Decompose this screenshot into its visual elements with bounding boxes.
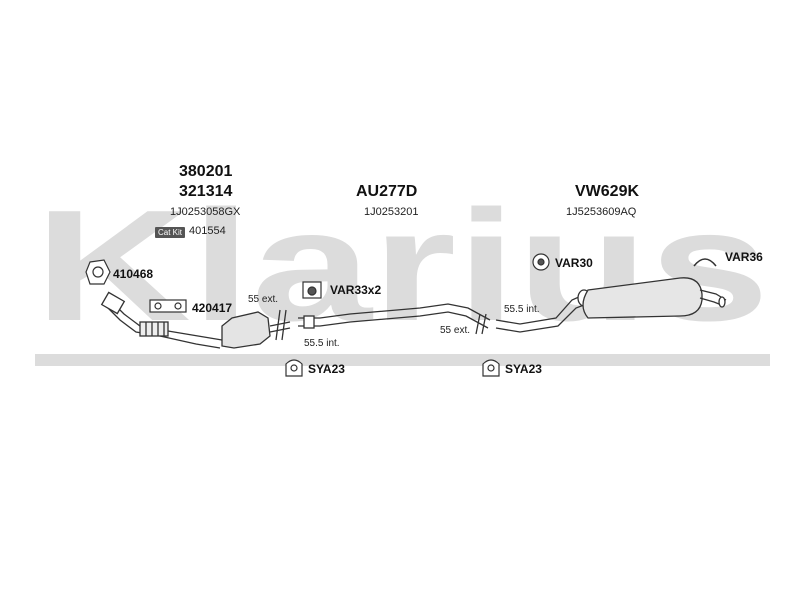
watermark-underline [35, 354, 770, 366]
middle-part-number: AU277D [356, 183, 418, 200]
hanger-var36-label: VAR36 [725, 250, 763, 264]
front-part-number-1: 380201 [179, 163, 233, 180]
gasket-420417-label: 420417 [192, 301, 233, 315]
catalytic-converter-section [100, 291, 291, 349]
gasket-420417-icon [149, 299, 187, 313]
hanger-var36-icon [693, 258, 717, 267]
rear-oem-code: 1J5253609AQ [566, 206, 637, 218]
gasket-410468-label: 410468 [113, 267, 154, 281]
clamp-var33-icon [302, 281, 322, 299]
right-ext-dimension: 55 ext. [440, 325, 471, 336]
mount-sya23-left-icon [285, 359, 303, 377]
mount-sya23-left-label: SYA23 [308, 362, 345, 376]
clamp-var30-icon [532, 253, 550, 271]
rear-silencer [495, 277, 727, 333]
front-part-number-2: 321314 [179, 183, 233, 200]
clamp-var30-label: VAR30 [555, 256, 593, 270]
left-ext-dimension: 55 ext. [248, 294, 279, 305]
catkit-badge: Cat Kit [155, 227, 186, 238]
mount-sya23-right-icon [482, 359, 500, 377]
gasket-410468-icon [85, 259, 111, 285]
left-int-dimension: 55.5 int. [304, 338, 340, 349]
mount-sya23-right-label: SYA23 [505, 362, 542, 376]
right-int-dimension: 55.5 int. [504, 304, 540, 315]
catkit-code: 401554 [189, 225, 226, 237]
rear-part-number: VW629K [575, 183, 640, 200]
middle-pipe [298, 303, 491, 335]
clamp-var33-label: VAR33x2 [330, 283, 382, 297]
middle-oem-code: 1J0253201 [364, 206, 419, 218]
front-oem-code: 1J0253058GX [170, 206, 241, 218]
